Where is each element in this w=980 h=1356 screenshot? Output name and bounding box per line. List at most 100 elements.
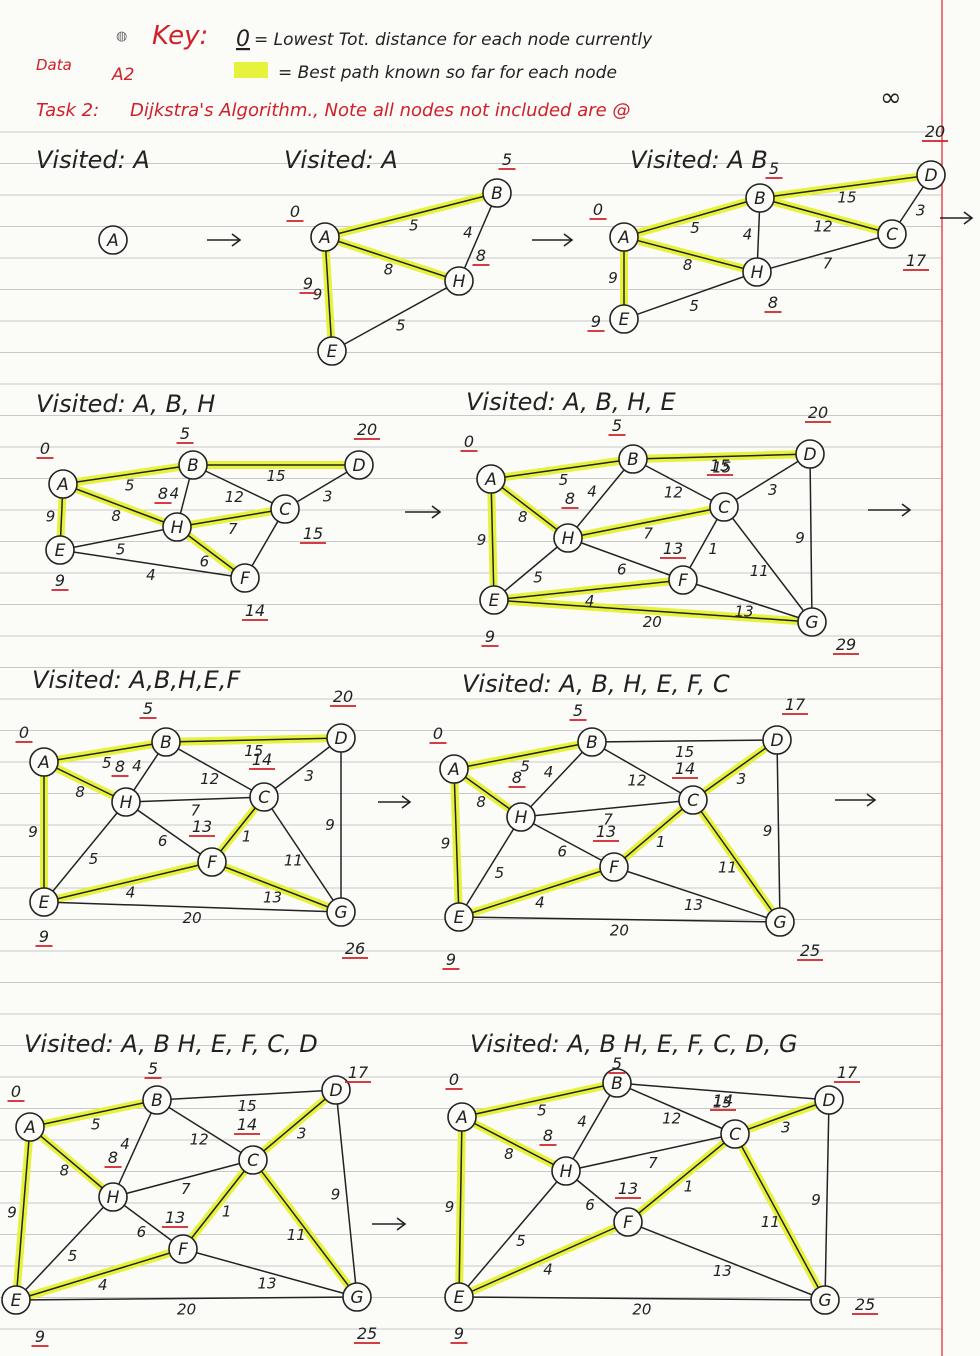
edge-EH <box>623 271 758 320</box>
node-distance: 14 <box>713 1091 733 1110</box>
node-A: A0 <box>15 723 59 777</box>
edge-EH <box>331 280 460 352</box>
node-circle <box>668 565 698 595</box>
node-A: A0 <box>460 432 506 494</box>
node-distance: 5 <box>148 1059 158 1078</box>
node-label: C <box>247 1151 259 1171</box>
frame-6: Visited: A,B,H,E,F589415127654203111139A… <box>15 666 412 959</box>
edge-HC <box>567 506 725 539</box>
node-distance: 9 <box>485 627 495 646</box>
edge-HC <box>176 508 286 528</box>
node-D: D20 <box>326 687 356 753</box>
edge-BD <box>616 1082 830 1101</box>
edge-EG <box>458 916 781 923</box>
node-distance: 20 <box>925 122 945 141</box>
edge-weight-AH: 8 <box>384 260 394 278</box>
edge-DG <box>335 1089 358 1298</box>
node-label: E <box>327 342 338 362</box>
edge-weight-FC: 1 <box>242 827 252 845</box>
edge-weight-AH: 8 <box>111 507 121 525</box>
node-distance: 25 <box>855 1295 875 1314</box>
node-distance: 8 <box>512 768 522 787</box>
node-distance: 14 <box>252 750 272 769</box>
node-circle <box>15 1112 45 1142</box>
edge-weight-HF: 6 <box>137 1223 147 1241</box>
edge-weight-BD: 15 <box>712 458 731 476</box>
key-zero-description: = Lowest Tot. distance for each node cur… <box>254 30 653 50</box>
edge-weight-DG: 9 <box>795 529 805 547</box>
edge-weight-BD: 15 <box>713 1093 732 1111</box>
edge-weight-HF: 6 <box>200 552 210 570</box>
edge-FG <box>211 861 342 913</box>
node-circle <box>602 1068 632 1098</box>
node-label: F <box>623 1213 633 1233</box>
node-circle <box>317 336 347 366</box>
node-distance: 13 <box>663 539 683 558</box>
node-label: B <box>187 456 199 476</box>
node-label: H <box>107 1188 120 1208</box>
node-D: D20 <box>795 403 831 469</box>
node-label: H <box>171 518 184 538</box>
node-label: F <box>207 853 217 873</box>
edge-EH <box>458 1170 567 1298</box>
node-circle <box>310 222 340 252</box>
edge-weight-EH: 5 <box>516 1232 526 1250</box>
edge-weight-FG: 13 <box>713 1262 732 1280</box>
node-distance: 14 <box>237 1115 257 1134</box>
node-distance: 8 <box>476 246 486 265</box>
node-B: B5 <box>569 701 607 757</box>
node-A: A0 <box>286 202 340 252</box>
edge-AB <box>623 197 761 238</box>
edge-weight-CG: 11 <box>761 1213 780 1231</box>
edge-HC <box>565 1133 736 1172</box>
edge-BC <box>192 464 286 510</box>
edge-BC <box>165 741 265 798</box>
edge-AB <box>29 1099 158 1128</box>
node-D: D20 <box>916 122 948 190</box>
node-distance: 14 <box>675 759 695 778</box>
edge-AH <box>490 478 569 539</box>
edge-HC <box>756 233 893 273</box>
node-circle <box>326 723 356 753</box>
node-distance: 0 <box>593 200 603 219</box>
edge-BD <box>591 739 778 743</box>
edge-EG <box>43 901 342 913</box>
node-label: C <box>279 500 291 520</box>
edge-weight-HF: 6 <box>158 832 168 850</box>
edge-weight-AB: 5 <box>409 217 419 235</box>
edge-HF <box>520 816 615 868</box>
node-B: B5 <box>142 1059 172 1115</box>
node-circle <box>609 222 639 252</box>
node-distance: 20 <box>357 420 377 439</box>
edge-weight-HF: 6 <box>585 1196 595 1214</box>
node-label: H <box>751 263 764 283</box>
node-A: A0 <box>36 439 78 499</box>
node-circle <box>444 1282 474 1312</box>
node-circle <box>709 492 739 522</box>
node-G: G29 <box>797 607 859 655</box>
node-label: D <box>822 1091 835 1111</box>
node-distance: 9 <box>591 312 601 331</box>
node-label: E <box>55 541 66 561</box>
node-distance: 9 <box>35 1327 45 1346</box>
key-highlight-description: = Best path known so far for each node <box>278 63 617 83</box>
edge-BH <box>458 192 498 282</box>
node-circle <box>45 535 75 565</box>
next-arrow-icon <box>372 1217 407 1231</box>
edge-AB <box>324 192 498 238</box>
node-distance: 5 <box>573 701 583 720</box>
edge-weight-AH: 8 <box>683 256 693 274</box>
edge-weight-AB: 5 <box>102 754 112 772</box>
edge-weight-BD: 15 <box>837 188 856 206</box>
node-distance: 0 <box>11 1082 21 1101</box>
edge-weight-BH: 4 <box>587 483 597 501</box>
edge-DG <box>776 739 781 923</box>
node-label: A <box>106 231 119 251</box>
highlight-layer <box>450 736 784 926</box>
edge-BD <box>165 737 342 743</box>
node-distance: 14 <box>245 601 265 620</box>
node-B: B5 <box>482 150 516 208</box>
